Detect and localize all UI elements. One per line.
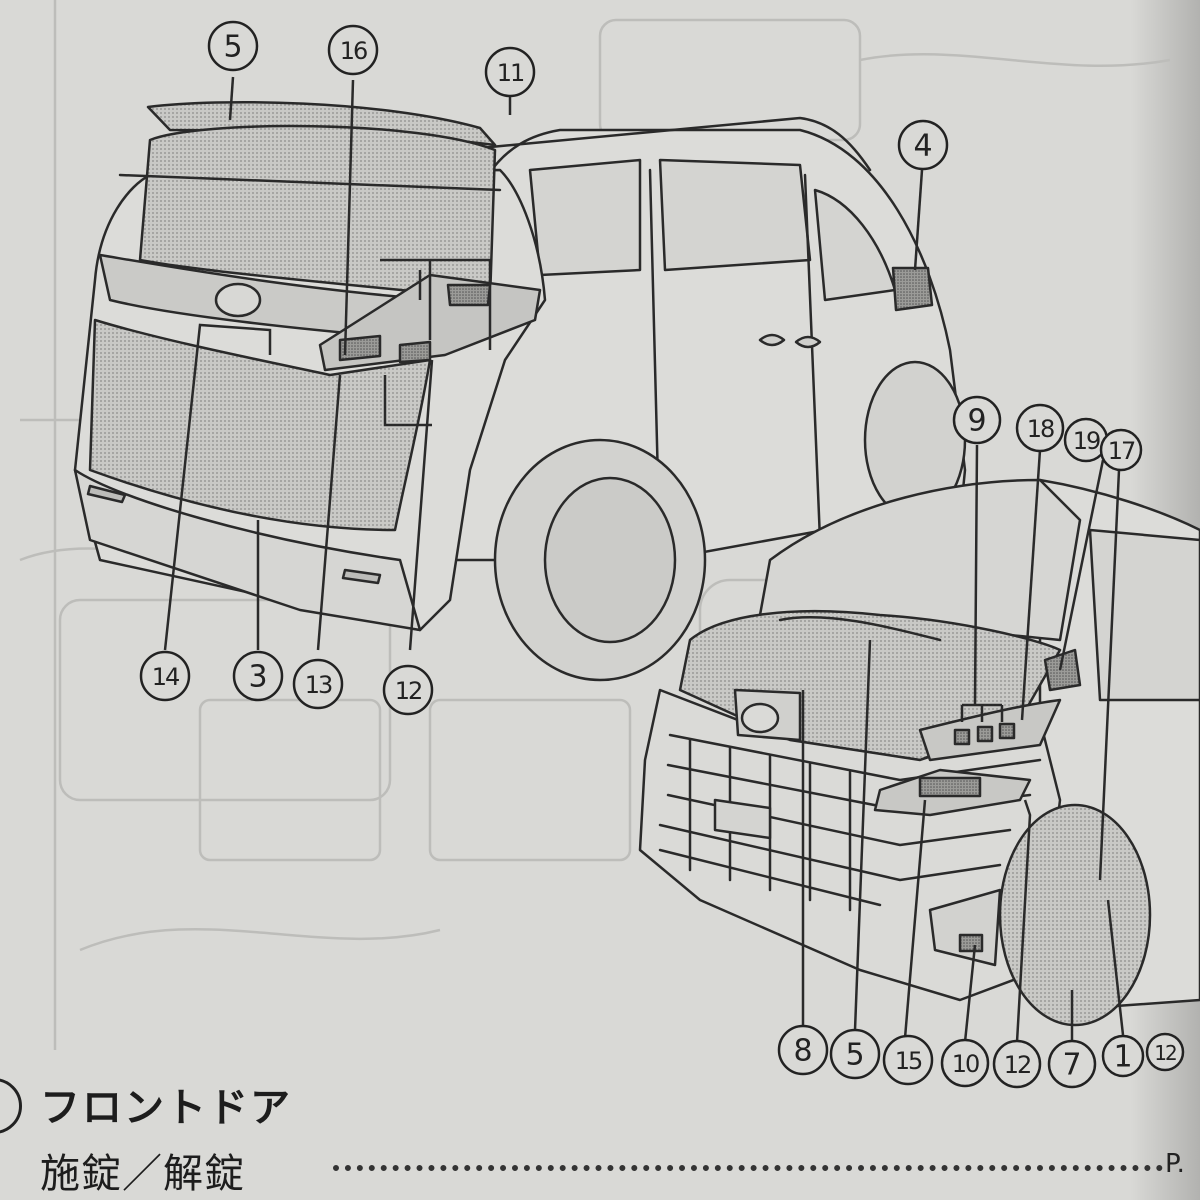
callout-11: 11	[484, 46, 536, 98]
front-view-van	[638, 478, 1200, 1027]
callout-5-front: 5	[829, 1028, 881, 1080]
svg-text:12: 12	[395, 677, 422, 705]
svg-text:4: 4	[913, 129, 932, 164]
callout-12-edge: 12	[1145, 1032, 1185, 1072]
front-leader-lines	[801, 444, 1125, 1043]
svg-text:10: 10	[952, 1050, 979, 1078]
callout-14: 14	[139, 650, 191, 702]
callout-12-front: 12	[992, 1039, 1042, 1089]
svg-text:3: 3	[248, 660, 267, 695]
section-number-badge	[0, 1078, 22, 1134]
rear-view-van	[73, 100, 967, 682]
callout-9: 9	[952, 395, 1002, 445]
callout-15: 15	[882, 1034, 934, 1086]
callout-17: 17	[1099, 428, 1143, 472]
dotted-leader	[333, 1165, 1163, 1171]
svg-text:5: 5	[223, 30, 242, 65]
svg-text:15: 15	[895, 1047, 922, 1075]
callout-16: 16	[327, 24, 379, 76]
svg-text:19: 19	[1073, 427, 1100, 455]
front-callouts: 9 18 19 17 8 5	[777, 395, 1185, 1089]
callout-3: 3	[232, 650, 284, 702]
section-title: フロントドア	[40, 1085, 292, 1131]
svg-text:11: 11	[497, 59, 524, 87]
svg-text:17: 17	[1108, 437, 1135, 465]
callout-5: 5	[207, 20, 259, 72]
callout-18: 18	[1015, 403, 1065, 453]
svg-text:9: 9	[967, 404, 986, 439]
page-reference: P.	[1165, 1149, 1185, 1179]
svg-text:12: 12	[1154, 1041, 1176, 1065]
callout-19: 19	[1063, 417, 1109, 463]
svg-text:14: 14	[152, 663, 179, 691]
rear-leader-lines	[163, 76, 924, 651]
section-item-lock-unlock: 施錠／解錠	[40, 1151, 245, 1197]
callout-13: 13	[292, 658, 344, 710]
svg-text:5: 5	[845, 1038, 864, 1073]
svg-text:13: 13	[305, 671, 332, 699]
svg-text:18: 18	[1027, 415, 1054, 443]
svg-text:12: 12	[1004, 1051, 1031, 1079]
svg-text:1: 1	[1113, 1040, 1132, 1075]
callout-12: 12	[382, 664, 434, 716]
section-front-door: フロントドア 施錠／解錠 P.	[0, 1075, 1200, 1200]
callout-8: 8	[777, 1024, 829, 1076]
svg-text:16: 16	[340, 37, 367, 65]
callout-1: 1	[1101, 1034, 1145, 1078]
rear-callouts: 5 16 11 4 14 3	[139, 20, 949, 716]
callout-7: 7	[1047, 1039, 1097, 1089]
svg-text:7: 7	[1062, 1048, 1081, 1083]
callout-4: 4	[897, 119, 949, 171]
svg-text:8: 8	[793, 1034, 812, 1069]
callout-10: 10	[940, 1038, 990, 1088]
